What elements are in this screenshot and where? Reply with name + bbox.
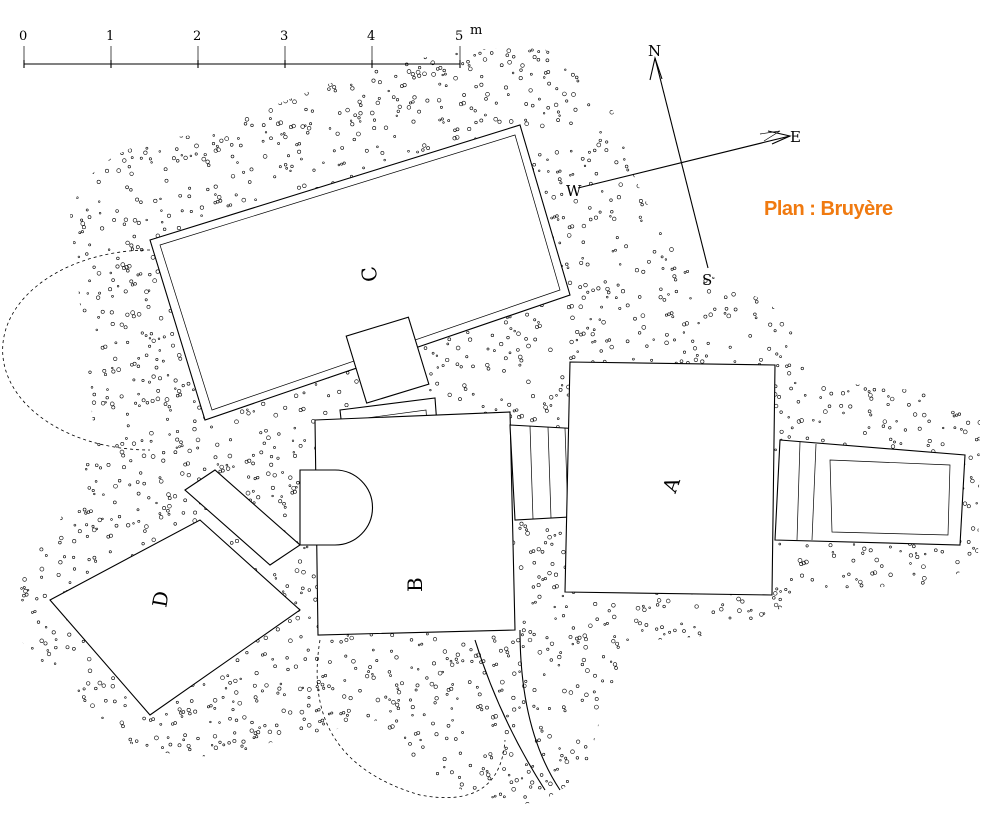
room-a: A — [564, 361, 776, 596]
scale-tick-0: 0 — [19, 29, 27, 44]
scale-bar: 0 1 2 3 4 5 m — [19, 23, 482, 68]
scale-tick-5: 5 — [455, 29, 463, 44]
compass-west: W — [566, 182, 582, 200]
scale-unit: m — [470, 23, 482, 38]
room-b: B — [299, 411, 516, 636]
room-label-c: C — [356, 265, 382, 284]
scale-tick-2: 2 — [193, 29, 201, 44]
east-annex — [774, 439, 966, 546]
scale-tick-1: 1 — [106, 29, 114, 44]
compass-east: E — [790, 128, 801, 146]
room-d: D — [49, 469, 301, 716]
compass-north: N — [648, 42, 661, 60]
scale-tick-4: 4 — [367, 29, 375, 44]
plan-title: Plan : Bruyère — [764, 198, 893, 220]
compass-south: S — [702, 271, 712, 289]
room-label-d: D — [147, 589, 173, 609]
compass: N S E W — [566, 42, 801, 289]
room-c: C — [149, 124, 571, 421]
scale-tick-3: 3 — [280, 29, 288, 44]
room-label-b: B — [403, 577, 427, 592]
